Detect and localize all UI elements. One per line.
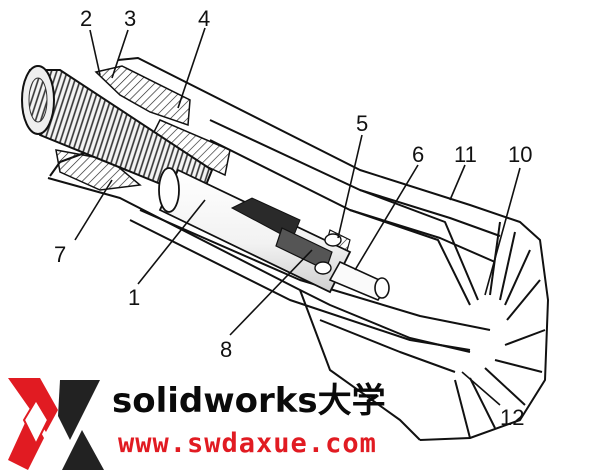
- callout-labels: 2 3 4 5 6 11 10 7 1 8 12: [54, 6, 532, 430]
- key-slot: [230, 197, 342, 275]
- leader-lines: [74, 27, 521, 406]
- collet-body: [47, 57, 549, 441]
- callout-5: 5: [356, 111, 368, 136]
- ejector-rod: [158, 167, 390, 301]
- callout-8: 8: [220, 337, 232, 362]
- callout-11: 11: [454, 142, 477, 167]
- callout-7: 7: [54, 242, 66, 267]
- callout-12: 12: [500, 405, 524, 430]
- watermark-brand: solidworks大学: [112, 381, 386, 421]
- callout-1: 1: [128, 285, 140, 310]
- callout-10: 10: [508, 142, 532, 167]
- callout-2: 2: [80, 6, 92, 31]
- callout-3: 3: [124, 6, 136, 31]
- callout-4: 4: [198, 6, 210, 31]
- watermark-logo: [8, 378, 104, 470]
- watermark-url: www.swdaxue.com: [118, 428, 377, 459]
- callout-6: 6: [412, 142, 424, 167]
